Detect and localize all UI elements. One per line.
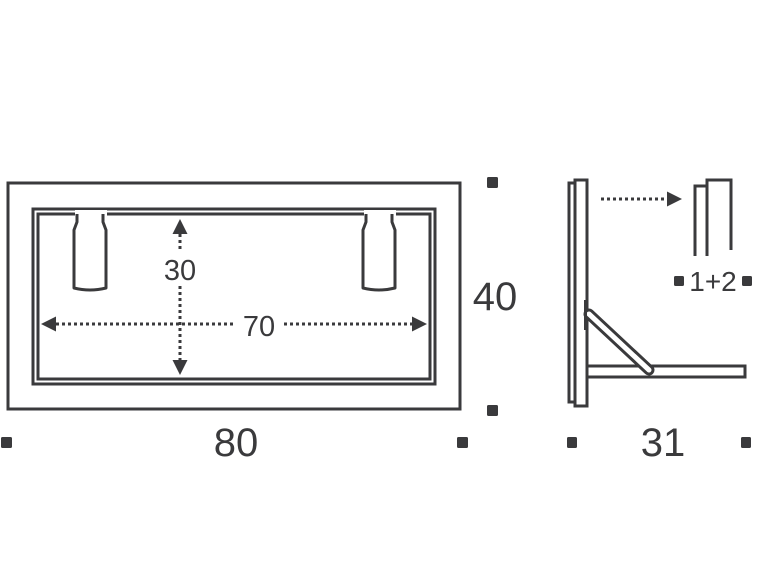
depth-marker-right (741, 437, 751, 448)
shelf (585, 364, 747, 379)
depth-label: 31 (641, 421, 686, 465)
layers-marker-right (742, 276, 752, 286)
front-view: 30 70 40 80 (1, 177, 517, 465)
layer-detail-icon (693, 178, 733, 256)
outer-width-label: 80 (214, 421, 259, 465)
width-marker-left (1, 437, 12, 448)
inner-height-label: 30 (164, 255, 196, 287)
layers-marker-left (674, 276, 684, 286)
height-marker-top (487, 177, 498, 188)
side-view: 1+2 31 (567, 178, 752, 465)
inner-width-label: 70 (243, 311, 275, 343)
spotlight-left-icon (72, 210, 108, 292)
inner-frame-inner-line (36, 212, 432, 381)
inner-frame-outer-line (31, 207, 437, 386)
side-panel-front (573, 178, 589, 408)
height-marker-bottom (487, 405, 498, 416)
spotlight-right-icon (361, 210, 397, 292)
outer-frame (6, 181, 462, 411)
diagonal-brace (583, 300, 655, 376)
depth-marker-left (567, 437, 577, 448)
outer-height-label: 40 (473, 275, 518, 319)
width-marker-right (457, 437, 468, 448)
layers-label: 1+2 (689, 266, 737, 297)
